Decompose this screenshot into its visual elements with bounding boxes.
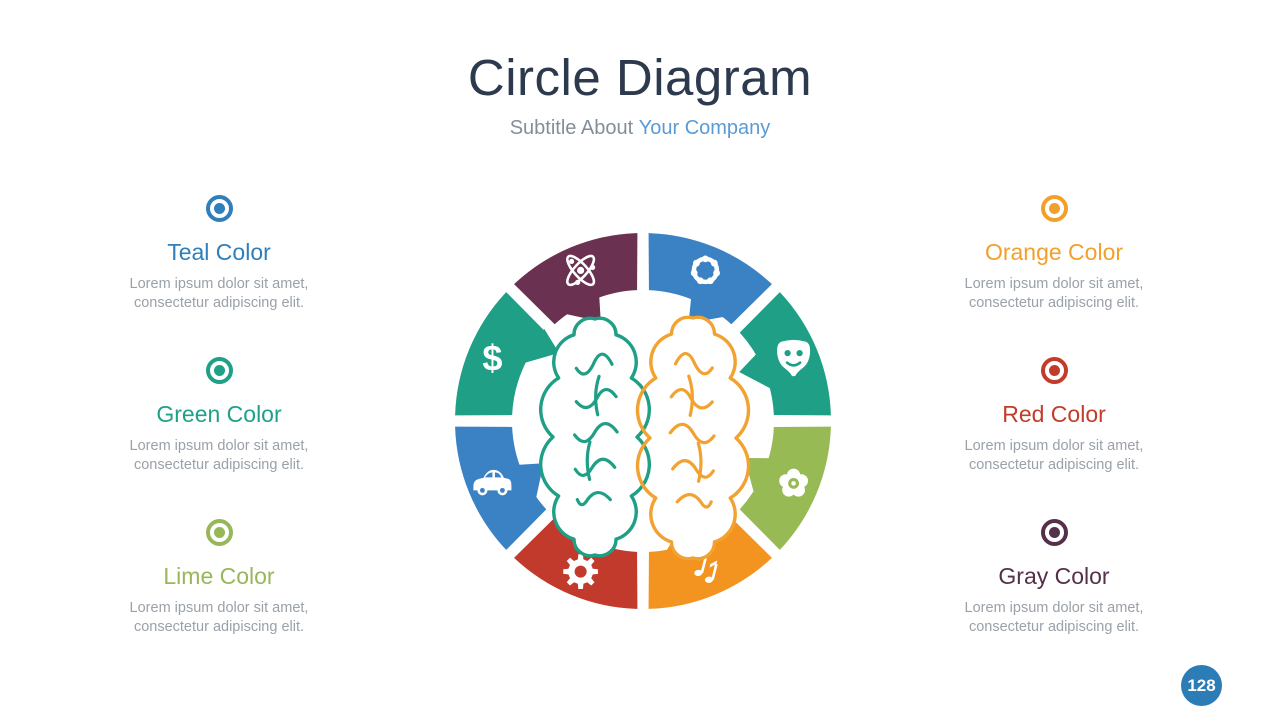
item-red: Red Color Lorem ipsum dolor sit amet, co… — [924, 357, 1184, 476]
segment-mask — [739, 292, 831, 416]
item-teal: Teal Color Lorem ipsum dolor sit amet, c… — [89, 195, 349, 314]
ring-dot-icon — [205, 195, 233, 222]
page-title: Circle Diagram — [467, 49, 813, 106]
segment-flower — [739, 426, 831, 550]
item-green: Green Color Lorem ipsum dolor sit amet, … — [89, 357, 349, 476]
item-orange: Orange Color Lorem ipsum dolor sit amet,… — [924, 195, 1184, 314]
music-icon — [694, 553, 718, 583]
ring-dot-icon — [205, 519, 233, 546]
segment-dollar: $ — [455, 292, 560, 416]
item-label: Lime Color — [163, 563, 275, 589]
ring-dot-icon — [205, 357, 233, 384]
segment-car — [455, 426, 547, 550]
segment-palette — [648, 233, 772, 325]
item-label: Gray Color — [998, 563, 1110, 589]
circle-diagram: $ — [455, 233, 831, 609]
brain-left-hemisphere — [539, 316, 651, 558]
subtitle-prefix: Subtitle About — [509, 117, 634, 139]
palette-icon — [690, 255, 720, 285]
item-gray: Gray Color Lorem ipsum dolor sit amet, c… — [924, 519, 1184, 638]
gear-icon — [563, 554, 598, 589]
item-label: Green Color — [156, 401, 282, 427]
item-description: Lorem ipsum dolor sit amet, consectetur … — [129, 438, 309, 474]
dollar-icon: $ — [482, 338, 502, 379]
ring-dot-icon — [1040, 519, 1068, 546]
slide-number-badge: 128 — [1181, 665, 1222, 706]
car-icon — [473, 469, 512, 496]
item-description: Lorem ipsum dolor sit amet, consectetur … — [964, 600, 1144, 636]
item-description: Lorem ipsum dolor sit amet, consectetur … — [964, 438, 1144, 474]
ring-dot-icon — [1040, 195, 1068, 222]
item-description: Lorem ipsum dolor sit amet, consectetur … — [129, 600, 309, 636]
item-label: Orange Color — [984, 239, 1124, 265]
subtitle-accent: Your Company — [638, 117, 771, 139]
item-label: Red Color — [1002, 401, 1106, 427]
mask-icon — [777, 339, 811, 377]
atom-icon — [566, 254, 596, 287]
flower-icon — [779, 468, 808, 497]
segment-atom — [514, 233, 638, 325]
item-lime: Lime Color Lorem ipsum dolor sit amet, c… — [89, 519, 349, 638]
ring-dot-icon — [1040, 357, 1068, 384]
brain-right-hemisphere — [635, 315, 751, 561]
item-description: Lorem ipsum dolor sit amet, consectetur … — [964, 276, 1144, 312]
brain-icon — [539, 315, 751, 561]
svg-text:$: $ — [482, 338, 502, 379]
item-description: Lorem ipsum dolor sit amet, consectetur … — [129, 276, 309, 312]
item-label: Teal Color — [167, 239, 271, 265]
